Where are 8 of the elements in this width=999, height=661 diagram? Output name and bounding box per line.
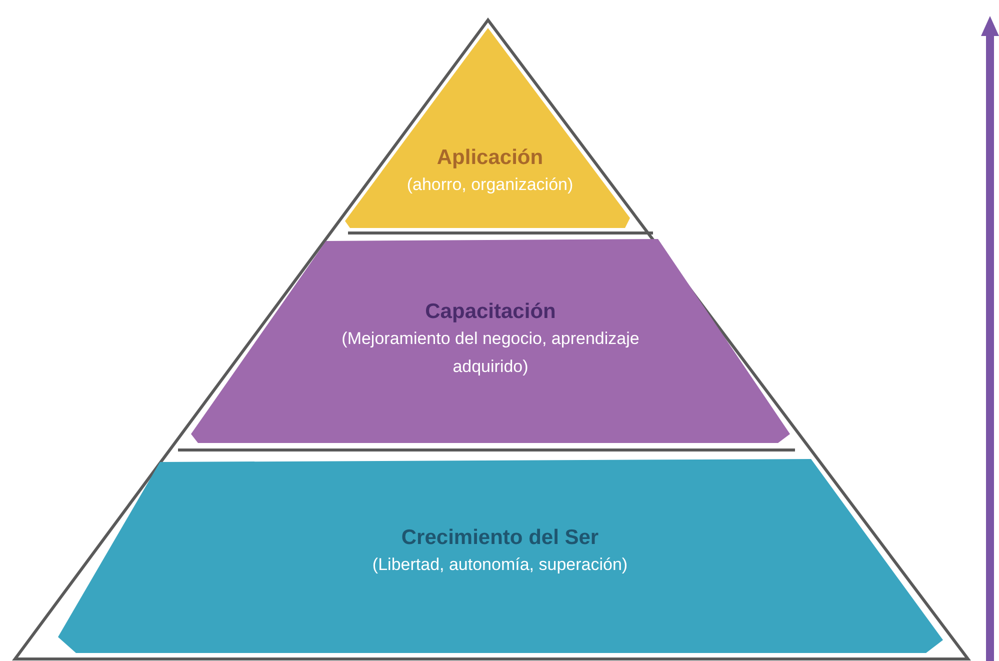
level-title: Crecimiento del Ser xyxy=(401,525,599,551)
level-description: (Libertad, autonomía, superación) xyxy=(372,554,628,576)
level-description: (Mejoramiento del negocio, aprendizaje adquirido) xyxy=(340,328,640,378)
pyramid-level xyxy=(188,239,793,444)
level-title: Capacitación xyxy=(425,299,556,325)
pyramid-level xyxy=(56,457,944,654)
level-description: (ahorro, organización) xyxy=(406,174,574,196)
level-title: Aplicación xyxy=(436,145,544,171)
